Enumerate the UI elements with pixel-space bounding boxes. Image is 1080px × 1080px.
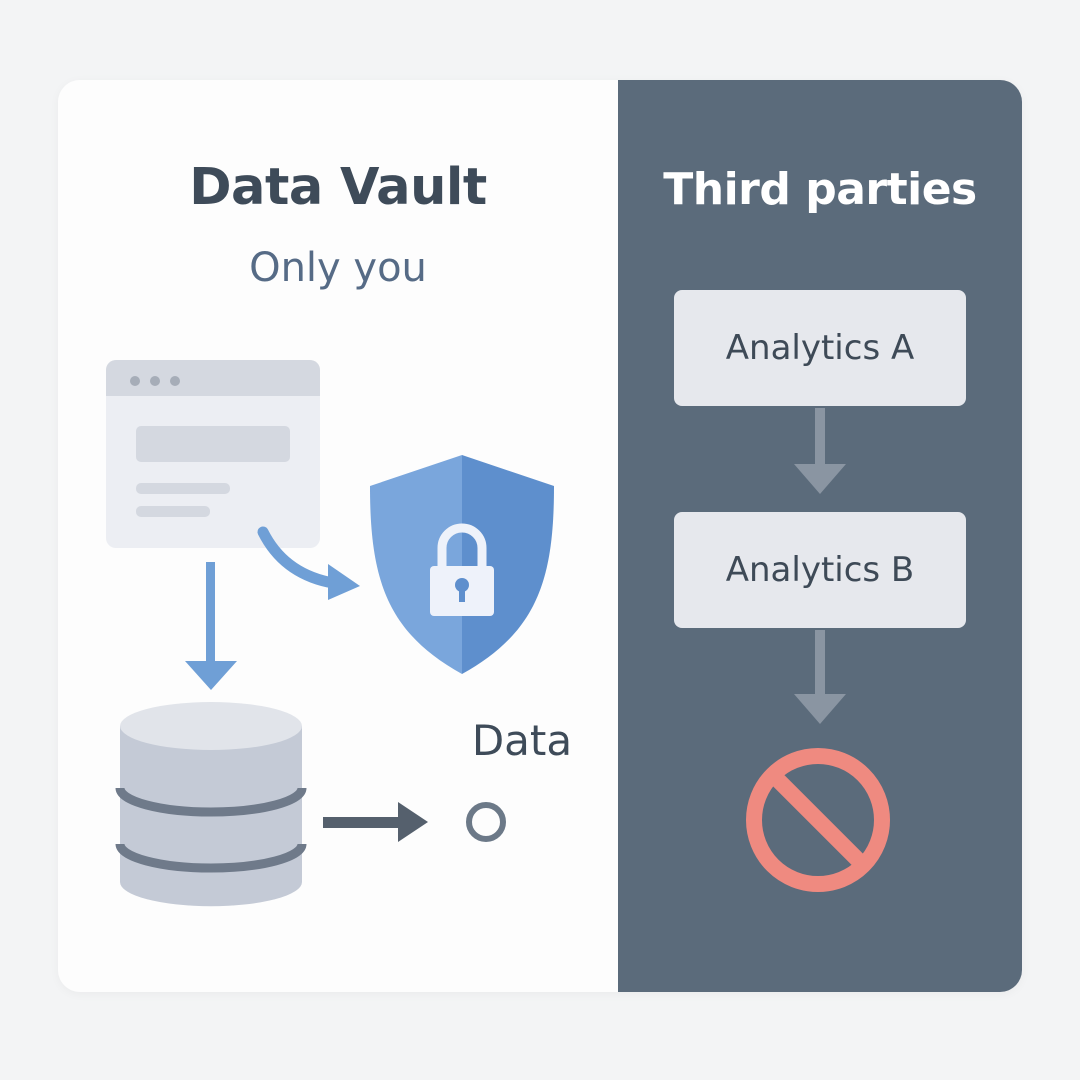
arrow-down-icon [794,408,846,494]
arrow-to-shield-icon [257,526,360,600]
arrow-right-icon [323,802,428,842]
arrow-down-icon [185,562,237,690]
vault-title: Data Vault [189,158,487,217]
analytics-a-box: Analytics A [674,290,966,406]
third-parties-panel: Third parties Analytics A Analytics B [618,80,1022,992]
analytics-b-label: Analytics B [725,550,915,590]
analytics-a-label: Analytics A [725,328,915,368]
browser-window-icon [106,360,320,548]
database-icon [115,702,307,907]
vault-subtitle: Only you [249,245,427,291]
no-entry-icon [746,748,890,892]
arrow-down-icon [794,630,846,724]
shield-lock-icon [370,455,554,674]
third-parties-illustration [746,408,890,892]
analytics-b-box: Analytics B [674,512,966,628]
vault-illustration [106,360,554,907]
third-parties-title: Third parties [663,164,977,215]
diagram-card: Data Vault Only you [58,80,1022,992]
circle-outline-icon [466,802,506,842]
data-vault-panel: Data Vault Only you [58,80,618,992]
data-label: Data [471,716,573,765]
